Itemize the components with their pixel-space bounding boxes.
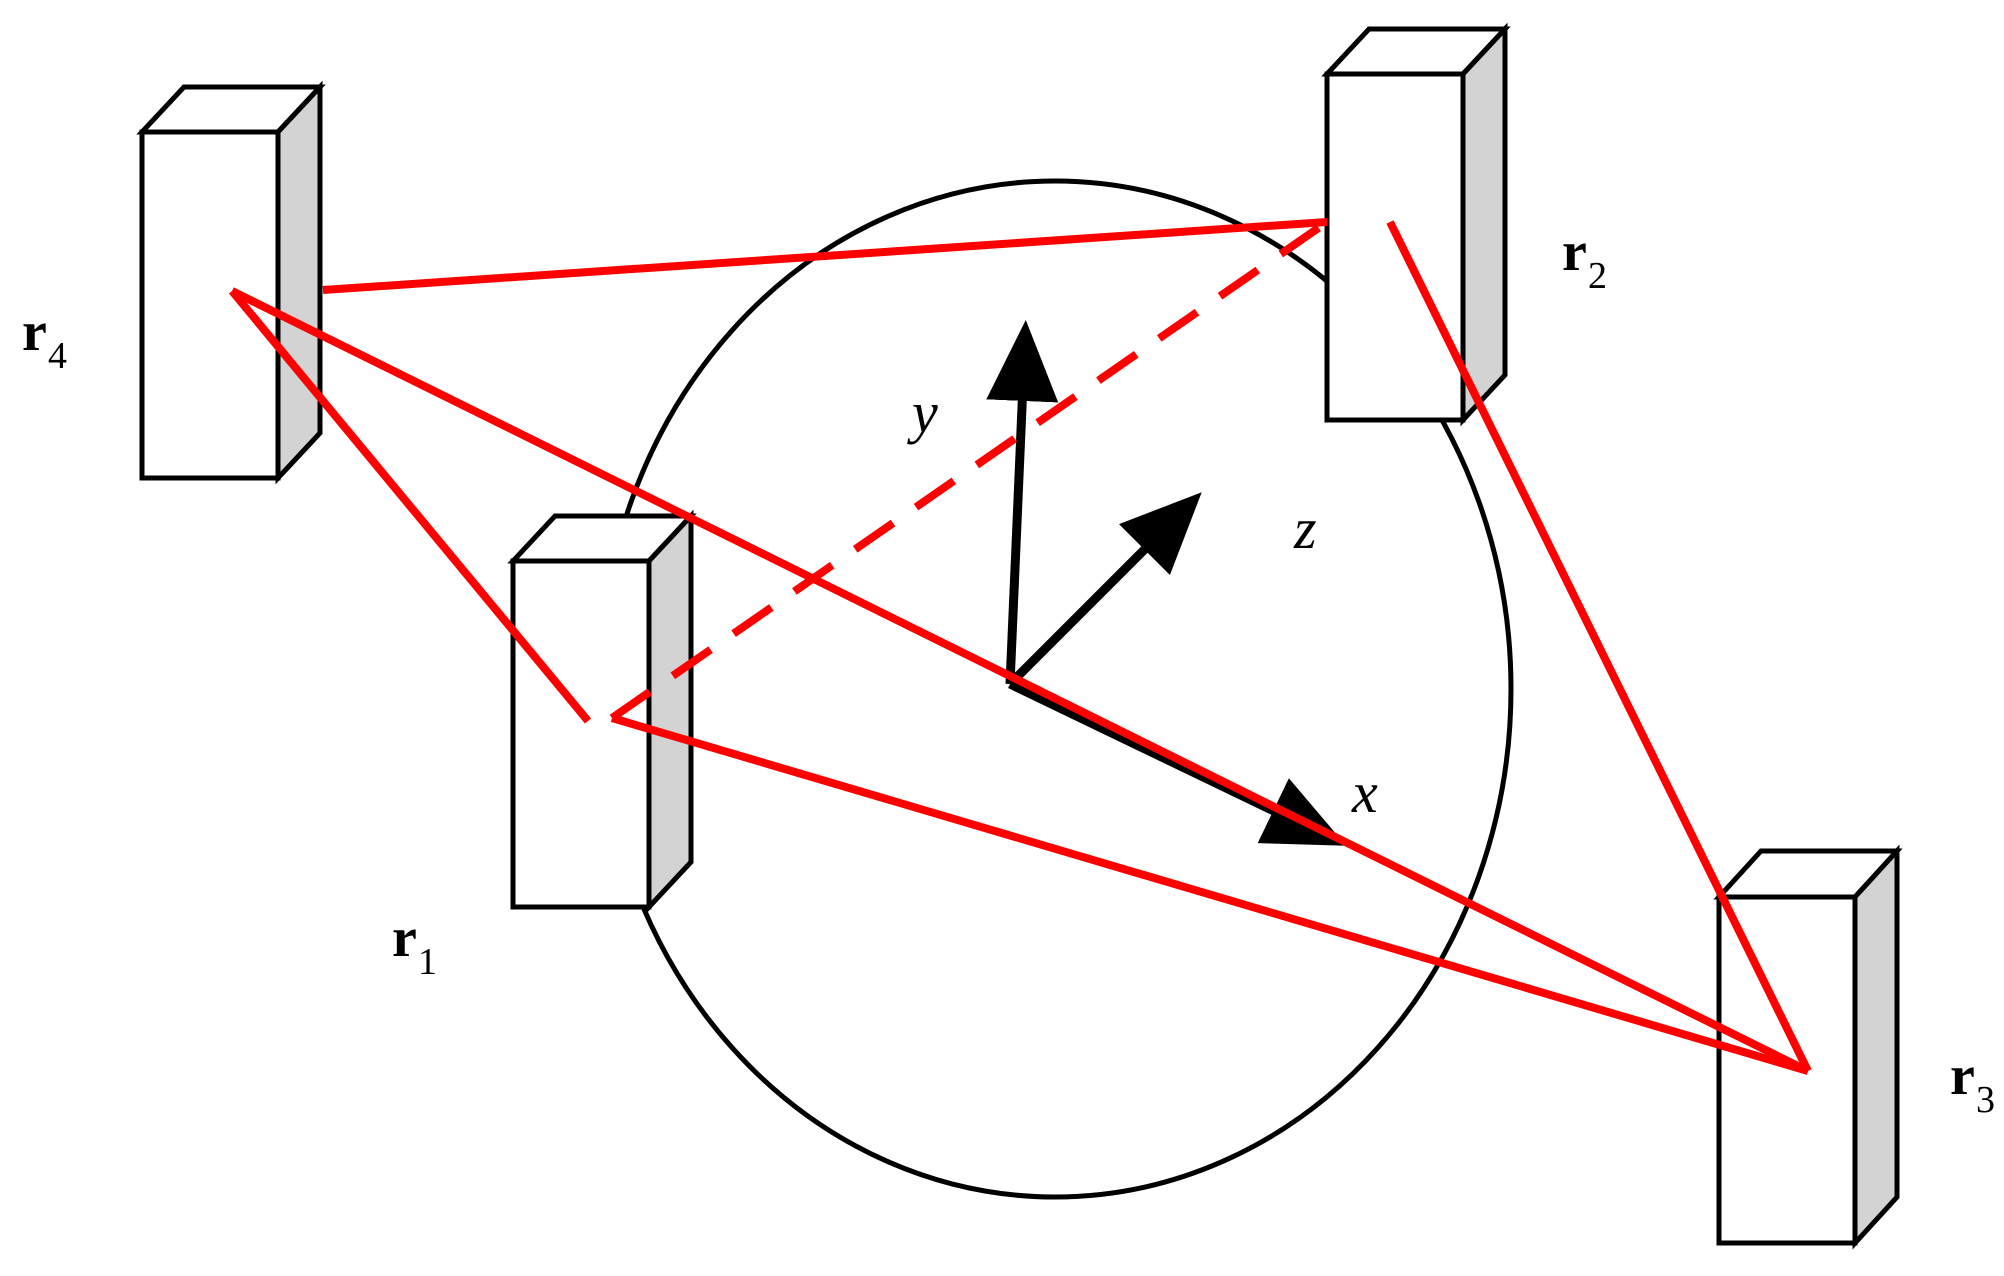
axis-label-x: x <box>1351 760 1378 825</box>
receiver-symbol-r2: r <box>1562 221 1587 283</box>
receiver-label-r2: r 2 <box>1562 221 1607 297</box>
receiver-label-r1: r 1 <box>392 907 437 983</box>
receiver-subscript-r1: 1 <box>418 941 437 983</box>
axis-label-y: y <box>907 380 938 445</box>
receiver-symbol-r1: r <box>392 907 417 969</box>
receiver-box-r1 <box>507 509 697 914</box>
axis-y-arrow <box>986 320 1059 685</box>
link-r4-r1 <box>228 288 592 724</box>
axis-label-z: z <box>1293 496 1317 561</box>
link-r1-r2-dashed <box>609 218 1330 722</box>
receiver-box-r2 <box>1321 22 1511 427</box>
receiver-subscript-r2: 2 <box>1588 255 1607 297</box>
receiver-symbol-r4: r <box>22 301 47 363</box>
receiver-symbol-r3: r <box>1950 1045 1975 1107</box>
receiver-subscript-r4: 4 <box>48 335 67 377</box>
link-r4-r2 <box>322 218 1328 294</box>
receiver-label-r4: r 4 <box>22 301 67 377</box>
receiver-subscript-r3: 3 <box>1976 1079 1995 1121</box>
receiver-label-r3: r 3 <box>1950 1045 1995 1121</box>
link-lines <box>228 218 1812 1075</box>
link-r2-r3 <box>1386 220 1812 1073</box>
receiver-box-r3 <box>1713 844 1903 1250</box>
axis-z-arrow <box>1006 492 1202 688</box>
link-r4-r3 <box>230 287 1810 1075</box>
receiver-box-r4 <box>136 80 326 485</box>
link-r1-r3 <box>610 714 1810 1075</box>
